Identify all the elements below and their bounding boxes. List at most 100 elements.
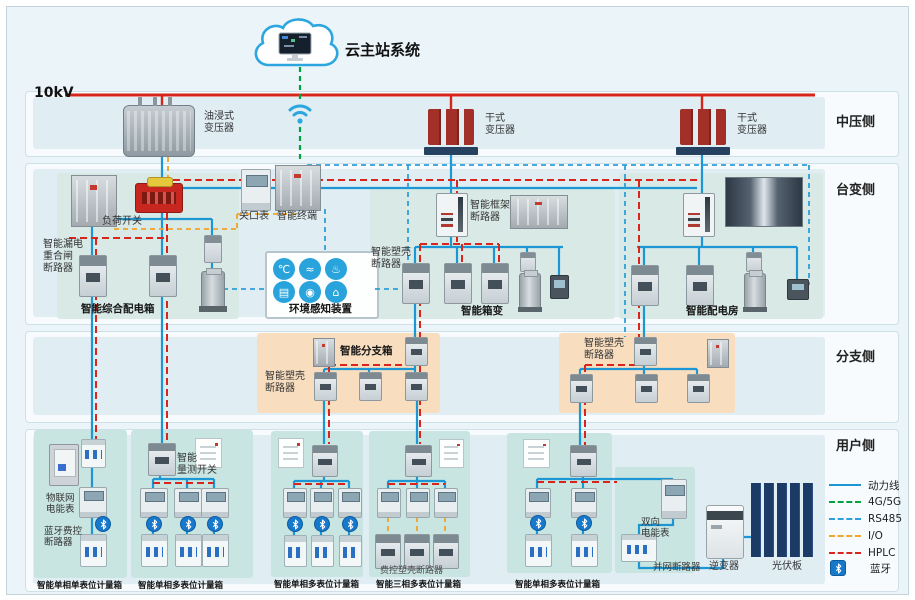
measuring-switch-device [148, 443, 176, 476]
meter-box-5-title: 智能单相多表位计量箱 [515, 580, 601, 590]
legend-power-line: 动力线 [829, 478, 900, 492]
wall-meter-box [49, 444, 79, 486]
breaker [687, 374, 710, 403]
breaker [311, 535, 334, 567]
smart-box-transformer-label: 智能箱变 [461, 305, 503, 317]
breaker [202, 534, 229, 567]
legend-rs485: RS485 [829, 512, 902, 526]
meter-box-4-title: 智能三相多表位计量箱 [376, 580, 462, 590]
breaker [634, 337, 657, 366]
meter [201, 488, 229, 518]
meter-box-3-title: 智能单相多表位计量箱 [274, 580, 360, 590]
grid-breaker-label: 并网断路器 [653, 562, 701, 573]
gateway-meter-device [241, 169, 271, 211]
bt-breaker-device [80, 534, 107, 567]
capacitor [517, 270, 543, 313]
breaker [359, 372, 382, 401]
legend-label: 蓝牙 [870, 562, 891, 575]
bluetooth-icon [95, 516, 111, 532]
dry-transformer-1-label: 干式 变压器 [485, 113, 515, 136]
bt-breaker-label: 蓝牙费控 断路器 [44, 526, 83, 549]
bluetooth-icon [180, 516, 196, 532]
breaker [284, 535, 307, 567]
bluetooth-icon [342, 516, 358, 532]
branch-cabinet-image [313, 338, 335, 367]
document-panel [439, 439, 464, 468]
water-level-icon: ▤ [273, 281, 295, 303]
side-label-medium: 中压侧 [836, 115, 876, 130]
frame-breaker-mid [436, 193, 468, 237]
breaker [444, 263, 472, 304]
document-panel [195, 438, 222, 468]
fee-mccb-device [433, 534, 459, 569]
bluetooth-icon [207, 516, 223, 532]
meter [140, 488, 168, 518]
breaker [571, 534, 598, 567]
branch-box-label: 智能分支箱 [340, 345, 393, 357]
legend-label: I/O [868, 530, 883, 542]
smart-terminal-device [275, 165, 321, 211]
bluetooth-icon [287, 516, 303, 532]
dry-transformer-2 [676, 109, 730, 156]
measuring-switch-label: 智能 量测开关 [177, 453, 217, 476]
legend-hplc: HPLC [829, 546, 895, 560]
bluetooth-icon [830, 560, 846, 576]
document-panel [278, 438, 304, 468]
panel-meter [787, 279, 809, 300]
breaker [405, 337, 428, 366]
breaker [312, 445, 338, 477]
breaker [481, 263, 509, 304]
meter [571, 488, 597, 518]
meter-box-2-title: 智能单相多表位计量箱 [138, 581, 224, 591]
switchgear-image [510, 195, 568, 229]
oil-transformer-label: 油浸式 变压器 [204, 111, 234, 134]
breaker [746, 252, 762, 272]
breaker [141, 534, 168, 567]
power-room-photo [725, 177, 803, 227]
camera-icon: ⌂ [325, 281, 347, 303]
cloud-system-label: 云主站系统 [345, 41, 421, 59]
env-sensing-label: 环境感知装置 [289, 303, 352, 315]
inverter-device [706, 505, 744, 559]
legend-io: I/O [829, 529, 883, 543]
breaker [635, 374, 658, 403]
capacitor [199, 268, 227, 312]
leakage-recloser-label: 智能漏电 重合闸 断路器 [43, 239, 83, 274]
branch-cabinet-image [707, 339, 729, 368]
grid-breaker-device [621, 534, 657, 562]
legend-label: HPLC [868, 547, 896, 559]
load-switch-device [135, 177, 183, 213]
breaker [314, 372, 337, 401]
legend-label: 动力线 [868, 479, 900, 492]
breaker [79, 255, 107, 297]
smart-terminal-label: 智能终端 [277, 211, 317, 222]
meter [377, 488, 401, 518]
frame-breaker-right [683, 193, 715, 237]
fee-mccb-device [404, 534, 430, 569]
mccb-mid-label: 智能塑壳 断路器 [371, 247, 411, 270]
bluetooth-icon [314, 516, 330, 532]
side-label-transformer: 台变侧 [836, 183, 876, 198]
smart-power-room-label: 智能配电房 [686, 305, 739, 317]
connection-lines [65, 67, 815, 570]
breaker [570, 374, 593, 403]
iot-meter-label: 物联网 电能表 [46, 493, 75, 516]
breaker [405, 445, 432, 477]
bluetooth-icon [530, 515, 546, 531]
fee-mccb-device [375, 534, 401, 569]
side-label-user: 用户侧 [836, 439, 876, 454]
legend-orange-sample [829, 535, 861, 537]
legend-solid-sample [829, 484, 861, 486]
integrated-box-label: 智能综合配电箱 [81, 303, 155, 315]
frame-breaker-label: 智能框架 断路器 [470, 200, 510, 223]
load-switch-label: 负荷开关 [102, 216, 142, 227]
meter [525, 488, 551, 518]
breaker [402, 263, 430, 304]
flame-icon: ♨ [325, 258, 347, 280]
diagram-canvas: ℃ ≈ ♨ ▤ ◉ ⌂ 云主站系统 10kV 中压侧 台变侧 分支侧 用户侧 油… [6, 6, 909, 595]
meter [310, 488, 334, 518]
legend-label: 4G/5G [868, 496, 902, 508]
branch-mccb-right-label: 智能塑壳 断路器 [584, 338, 624, 361]
breaker [175, 534, 202, 567]
legend-bluetooth: 蓝牙 [829, 560, 891, 576]
